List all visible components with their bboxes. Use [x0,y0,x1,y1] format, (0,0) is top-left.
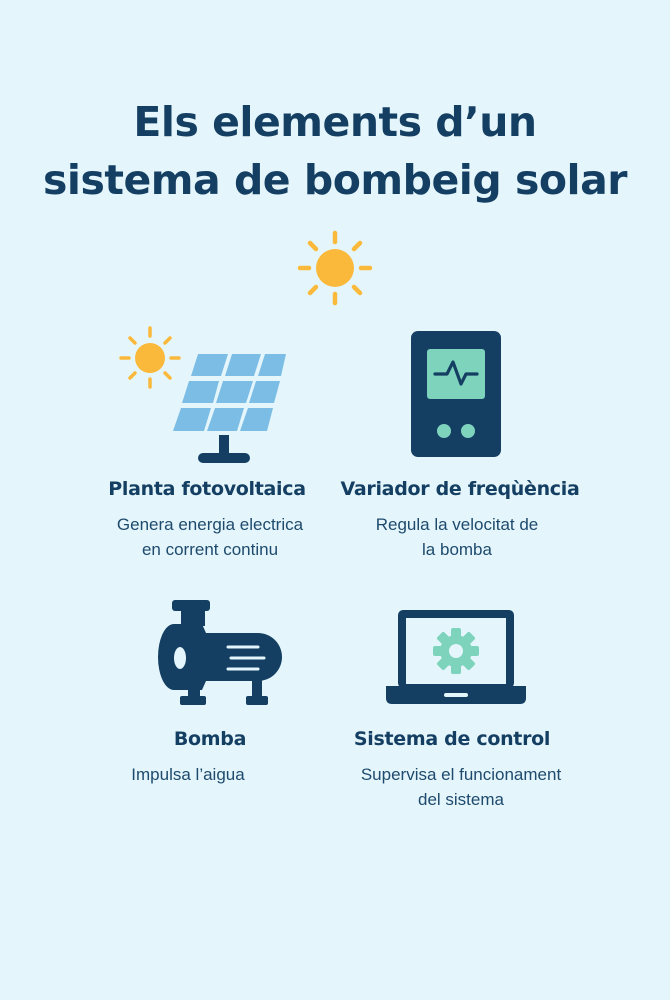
frequency-inverter-icon [411,331,501,457]
element-heading: Variador de freqùència [340,478,580,500]
element-heading: Bomba [173,728,247,750]
sun-icon [297,230,373,306]
pump-icon [158,600,282,705]
solar-panel-icon [119,326,286,463]
element-description: Impulsa l’aigua [131,765,245,784]
element-description: Regula la velocitat de la bomba [375,515,539,559]
title-line-1: Els elements d’un [133,98,537,146]
title-line-2: sistema de bombeig solar [43,156,627,204]
element-heading: Planta fotovoltaica [108,478,306,500]
laptop-gear-icon [386,610,526,704]
element-description: Genera energia electrica en corrent cont… [116,515,304,559]
element-description: Supervisa el funcionament del sistema [360,765,562,809]
element-heading: Sistema de control [353,728,551,750]
page-title: Els elements d’un sistema de bombeig sol… [0,93,670,209]
